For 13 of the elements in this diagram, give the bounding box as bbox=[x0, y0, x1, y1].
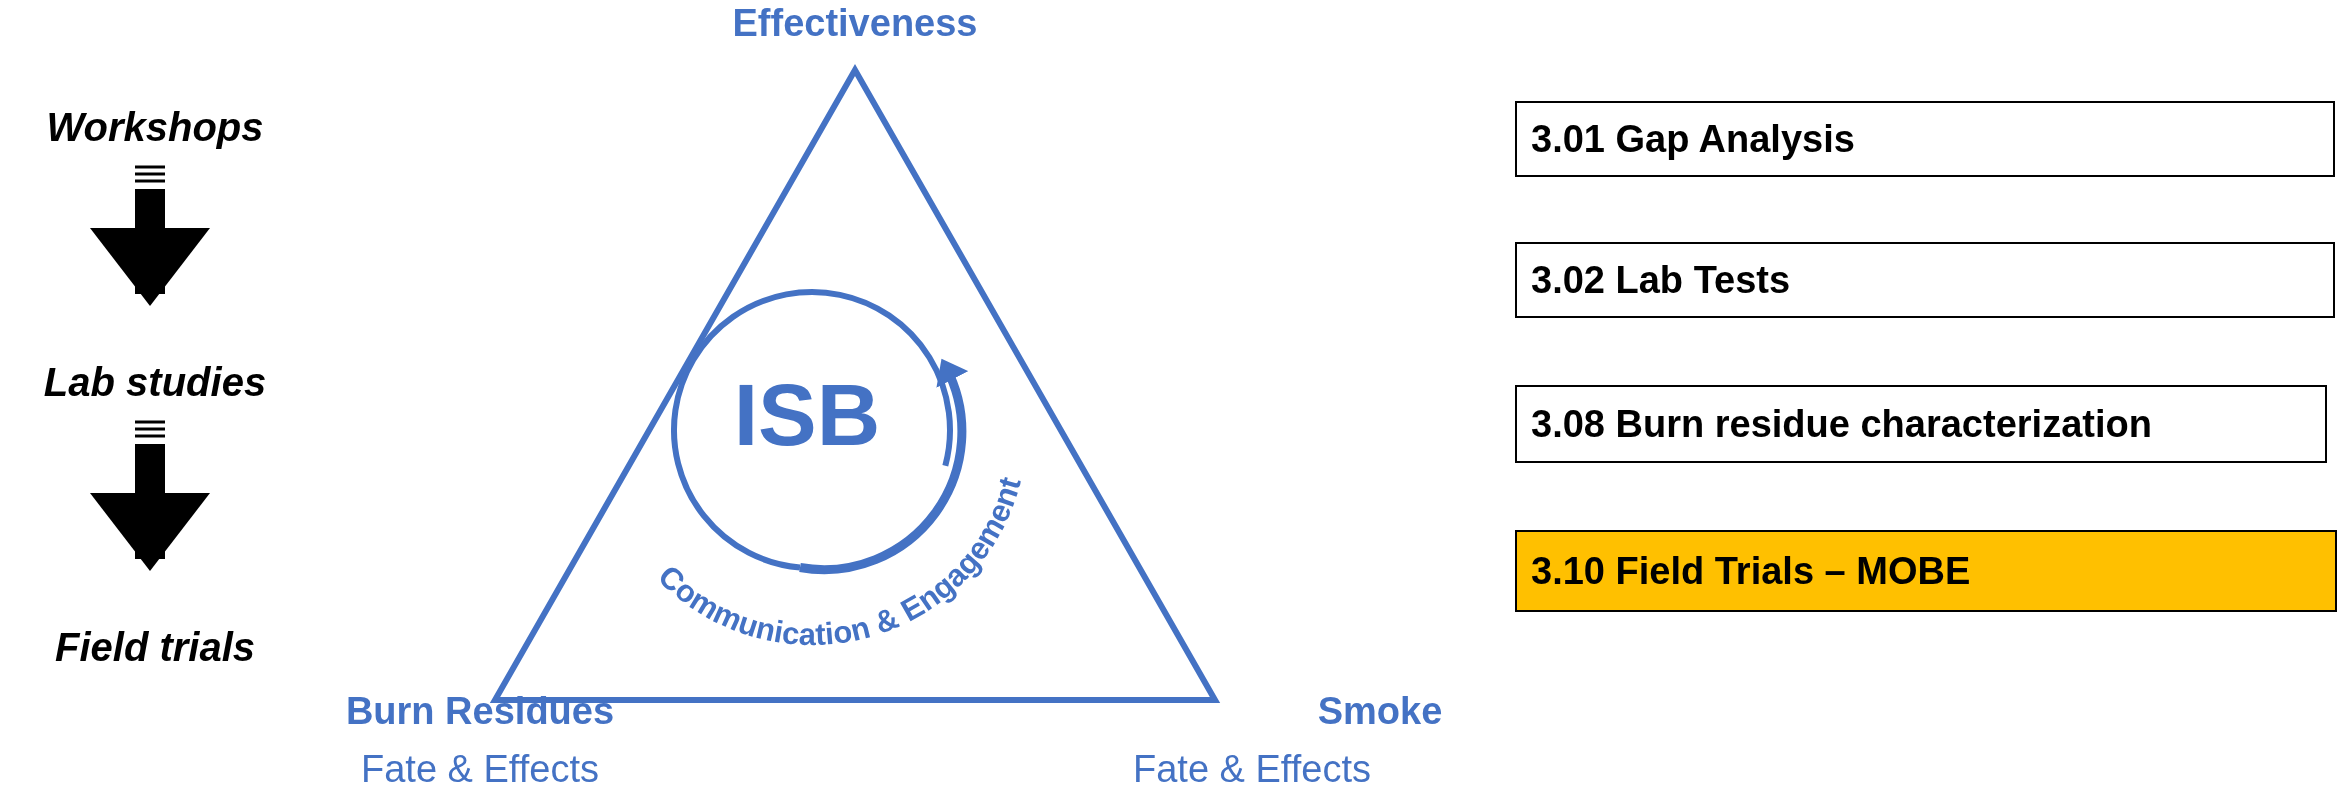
corner-subtitle: Fate & Effects bbox=[1132, 748, 1372, 791]
corner-heading: Smoke bbox=[1316, 690, 1444, 733]
task-box: 3.10 Field Trials – MOBE bbox=[1515, 530, 2337, 612]
task-box: 3.08 Burn residue characterization bbox=[1515, 385, 2327, 463]
task-box: 3.02 Lab Tests bbox=[1515, 242, 2335, 318]
corner-subtitle: Fate & Effects bbox=[360, 748, 600, 791]
stage-label: Workshops bbox=[40, 105, 270, 155]
center-title: ISB bbox=[733, 365, 881, 464]
stage-label: Field trials bbox=[40, 625, 270, 675]
corner-heading: Effectiveness bbox=[731, 2, 979, 45]
stage-label: Lab studies bbox=[40, 360, 270, 410]
corner-heading: Burn Residues bbox=[344, 690, 616, 733]
task-box: 3.01 Gap Analysis bbox=[1515, 101, 2335, 177]
